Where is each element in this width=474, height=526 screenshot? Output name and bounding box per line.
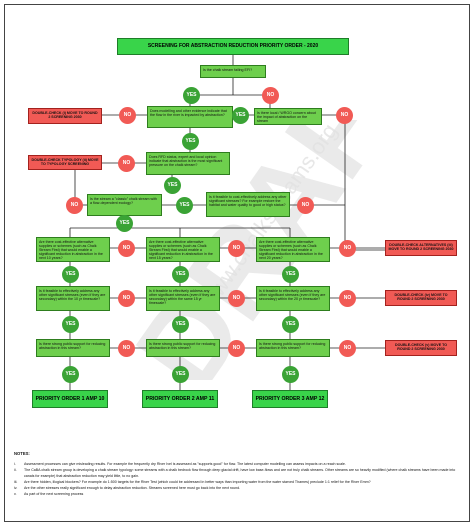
question-alternatives-10yr: Are there cost-effective alternative sup… <box>36 237 110 262</box>
yes-circle-q5-right: YES <box>176 197 193 214</box>
note-text: The CaBA chalk stream group is developin… <box>24 468 456 478</box>
priority-order-3: PRIORITY ORDER 3 AMP 12 <box>252 390 328 408</box>
no-circle-q3: NO <box>336 107 353 124</box>
note-text: Are there hidden, illogical blockers? Fo… <box>24 480 371 484</box>
yes-circle-7a: YES <box>62 266 79 283</box>
double-check-box-i: DOUBLE-CHECK (i) MOVE TO ROUND 2 SCREENI… <box>28 108 102 124</box>
question-stresses-10yr: Is it feasible to effectively address an… <box>36 286 110 311</box>
note-text: As part of the next screening process <box>24 492 84 496</box>
double-check-box-v: DOUBLE-CHECK (v) MOVE TO ROUND 2 SCREENI… <box>385 340 457 356</box>
yes-circle-9c: YES <box>282 366 299 383</box>
note-item: ii. The CaBA chalk stream group is devel… <box>14 467 462 479</box>
no-circle-q2: NO <box>119 107 136 124</box>
yes-circle-8c: YES <box>282 316 299 333</box>
chart-title: SCREENING FOR ABSTRACTION REDUCTION PRIO… <box>117 38 349 55</box>
question-classic-chalk-stream: Is the stream a "classic" chalk stream w… <box>87 194 162 216</box>
note-number: v. <box>14 492 17 496</box>
yes-circle-q4: YES <box>164 177 181 194</box>
yes-circle-9a: YES <box>62 366 79 383</box>
note-item: i. Assessment processes can give mislead… <box>14 461 462 467</box>
no-circle-q6: NO <box>297 197 314 214</box>
question-abstraction-main-pressure: Does RFD status, expert and local opinio… <box>146 152 230 175</box>
no-circle-9b: NO <box>228 340 245 357</box>
note-item: iv. Are the other stresses really signif… <box>14 485 462 491</box>
question-public-support-a: Is there strong public support for reduc… <box>36 339 110 357</box>
question-local-concern: Is there local / WRGO concern about the … <box>254 108 322 125</box>
question-flow-impacted: Does modelling and other evidence indica… <box>147 106 233 128</box>
no-circle-9c: NO <box>339 340 356 357</box>
note-number: i. <box>14 462 16 466</box>
no-circle-8b: NO <box>228 290 245 307</box>
notes-section: NOTES: i. Assessment processes can give … <box>14 451 462 497</box>
question-public-support-c: Is there strong public support for reduc… <box>256 339 330 357</box>
yes-circle-9b: YES <box>172 366 189 383</box>
no-circle-q4: NO <box>118 155 135 172</box>
yes-circle-q2-right: YES <box>232 107 249 124</box>
yes-circle-8a: YES <box>62 316 79 333</box>
note-number: iv. <box>14 486 18 490</box>
no-circle-7a: NO <box>118 240 135 257</box>
no-circle-8a: NO <box>118 290 135 307</box>
note-item: iii. Are there hidden, illogical blocker… <box>14 479 462 485</box>
question-stresses-20yr: Is it feasible to effectively address an… <box>256 286 330 311</box>
no-circle-q5: NO <box>66 197 83 214</box>
double-check-typology-box: DOUBLE-CHECK TYPOLOGY (ii) MOVE TO TYPOL… <box>28 155 102 170</box>
yes-circle-7b: YES <box>172 266 189 283</box>
no-circle-8c: NO <box>339 290 356 307</box>
note-number: iii. <box>14 480 18 484</box>
question-stresses-15yr: Is it feasible to effectively address an… <box>146 286 220 311</box>
yes-circle-q5-down: YES <box>116 215 133 232</box>
no-circle-7b: NO <box>228 240 245 257</box>
priority-order-1: PRIORITY ORDER 1 AMP 10 <box>32 390 108 408</box>
no-circle-7c: NO <box>339 240 356 257</box>
no-circle-q1: NO <box>262 87 279 104</box>
no-circle-9a: NO <box>118 340 135 357</box>
diagram-frame <box>4 4 470 522</box>
notes-title: NOTES: <box>14 451 30 456</box>
question-failing-efi: Is the chalk stream failing EFI? <box>200 65 266 78</box>
note-number: ii. <box>14 468 17 472</box>
yes-circle-q1: YES <box>183 87 200 104</box>
question-public-support-b: Is there strong public support for reduc… <box>146 339 220 357</box>
question-address-other-stresses: Is it feasible to cost-effectively addre… <box>206 192 290 217</box>
question-alternatives-20yr: Are there cost-effective alternative sup… <box>256 237 330 262</box>
yes-circle-8b: YES <box>172 316 189 333</box>
double-check-alternatives-box: DOUBLE-CHECK ALTERNATIVES (iii) MOVE TO … <box>385 240 457 256</box>
note-text: Are the other stresses really significan… <box>24 486 241 490</box>
yes-circle-7c: YES <box>282 266 299 283</box>
note-item: v. As part of the next screening process <box>14 491 462 497</box>
note-text: Assessment processes can give misleading… <box>24 462 346 466</box>
double-check-box-iv: DOUBLE-CHECK (iv) MOVE TO ROUND 2 SCREEN… <box>385 290 457 306</box>
yes-circle-q2-down: YES <box>182 133 199 150</box>
question-alternatives-15yr: Are there cost-effective alternative sup… <box>146 237 220 262</box>
priority-order-2: PRIORITY ORDER 2 AMP 11 <box>142 390 218 408</box>
